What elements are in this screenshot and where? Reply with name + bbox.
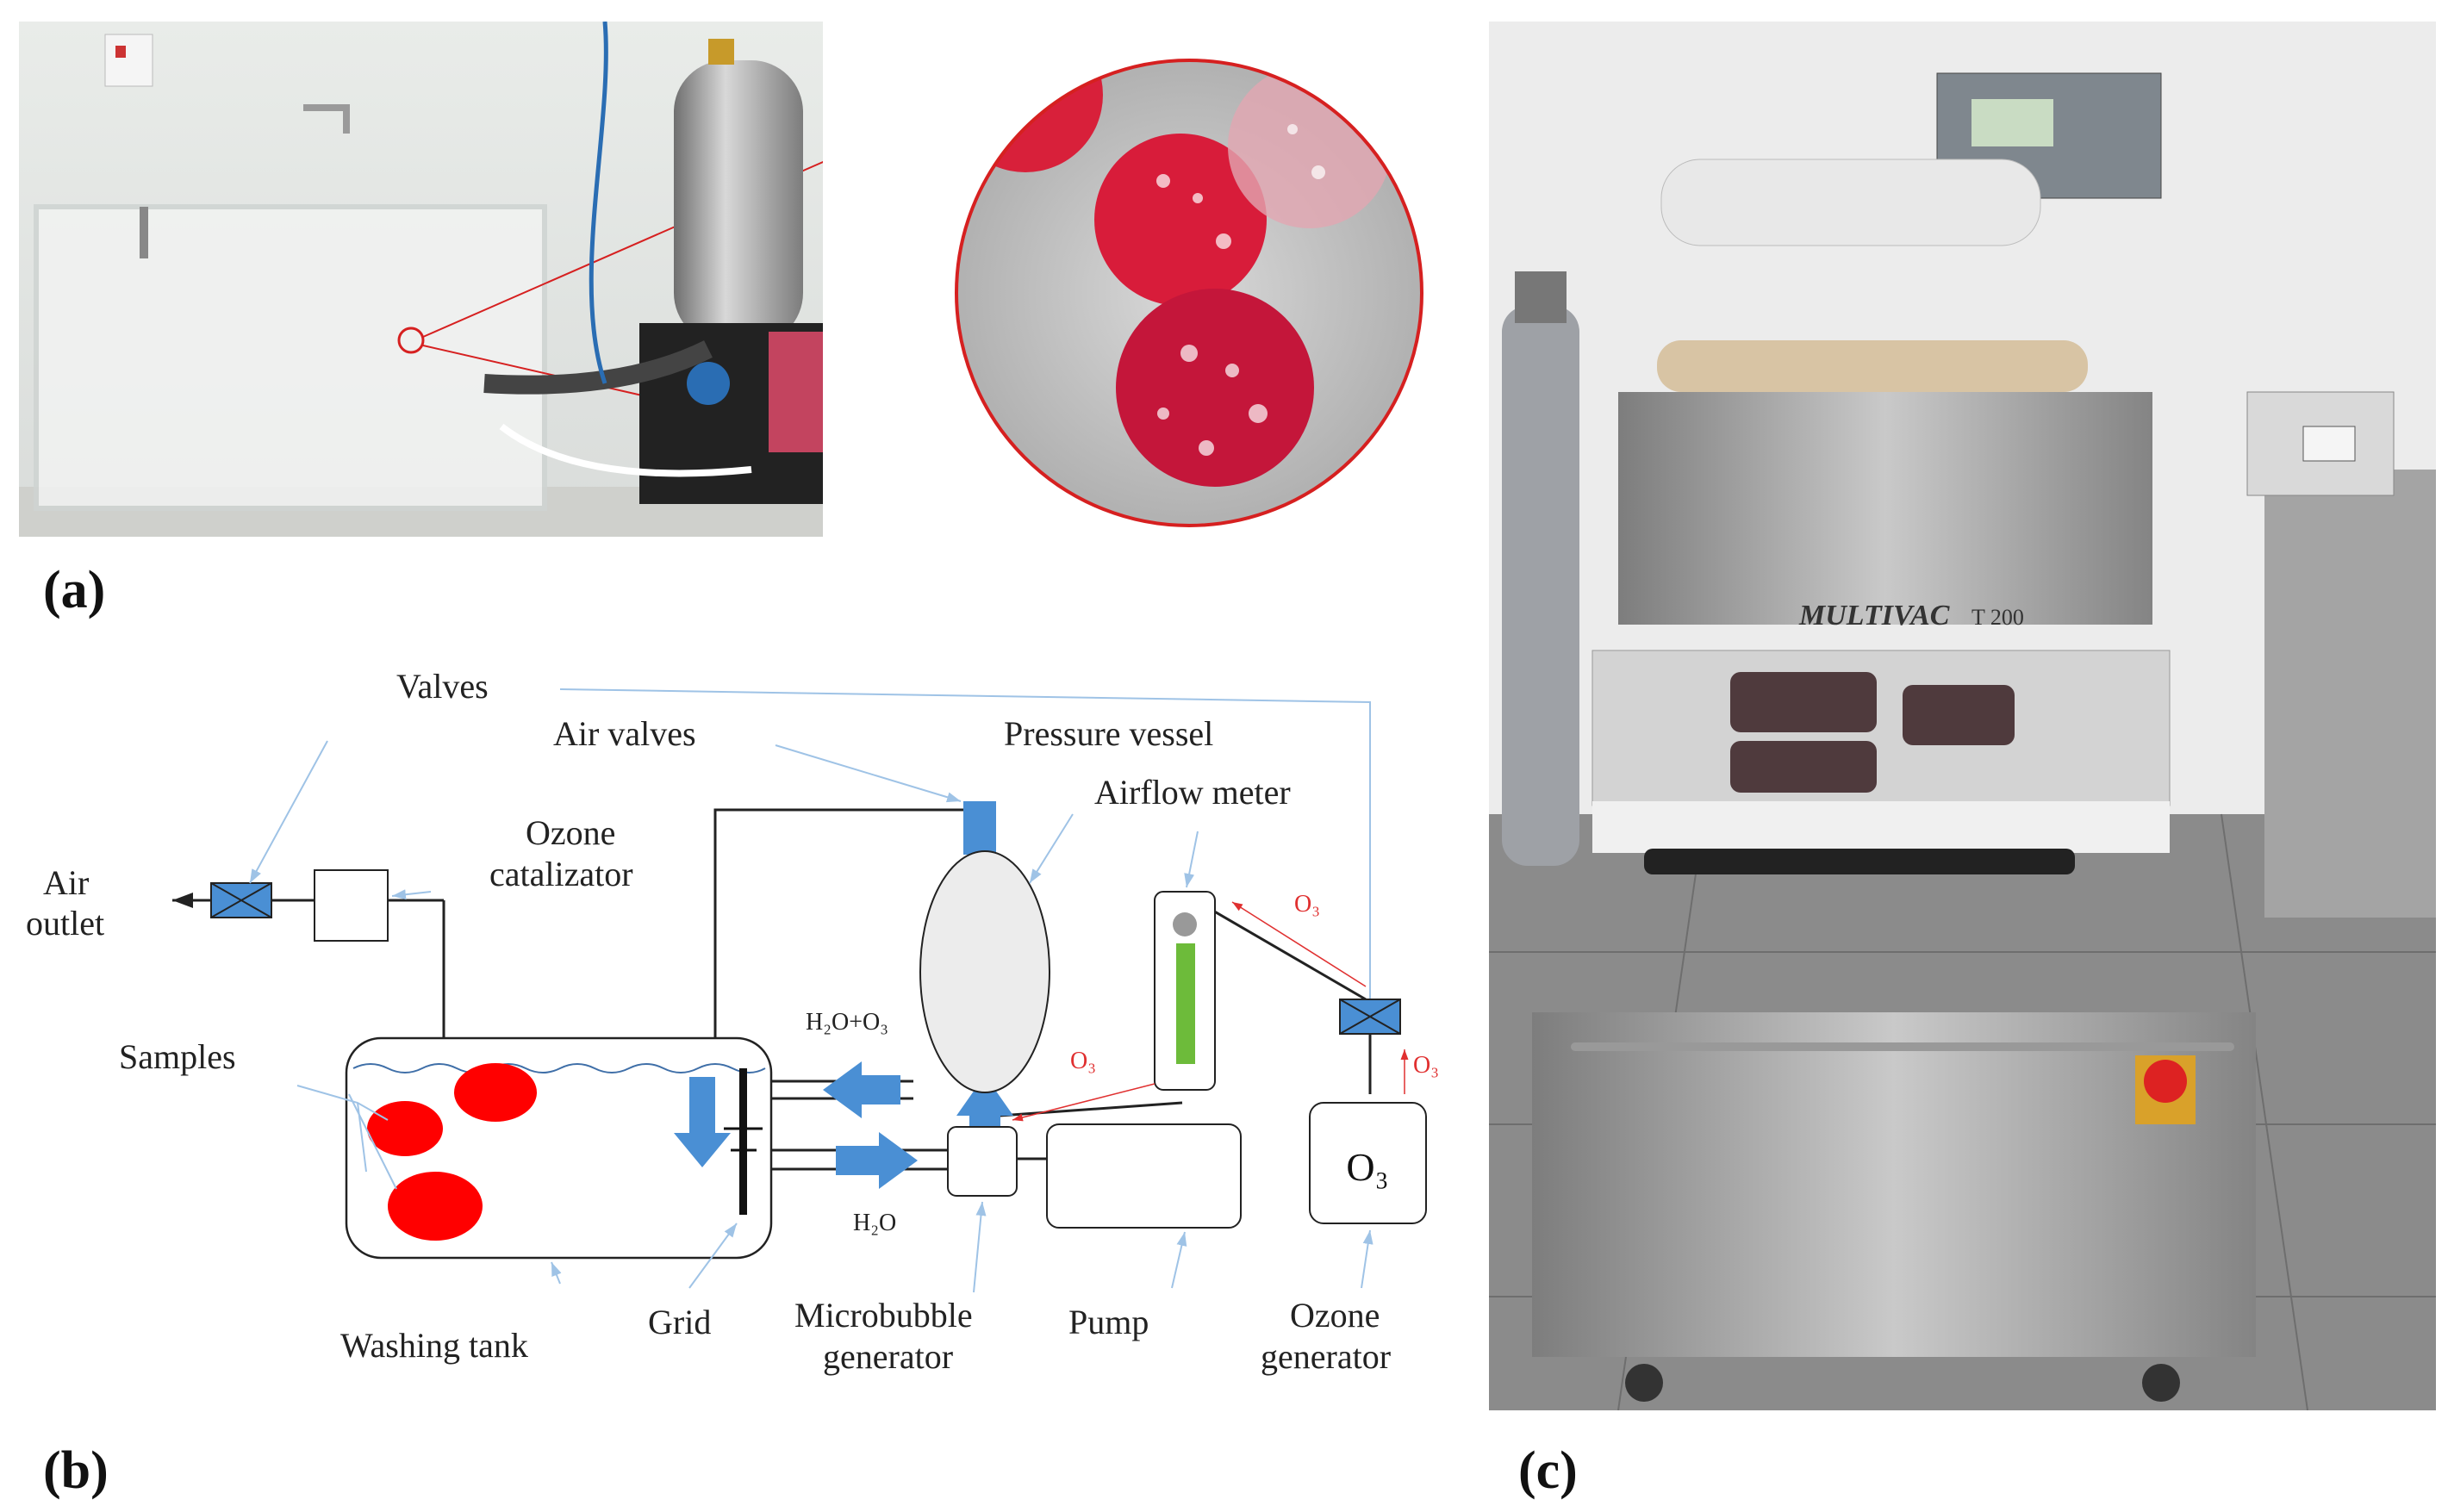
microbubble-generator [947, 1126, 1018, 1197]
panel-label-c: (c) [1518, 1441, 1578, 1500]
label-airflow-meter: Airflow meter [1094, 773, 1291, 812]
ozone-generator-symbol: O₃ [1346, 1145, 1388, 1189]
label-ozone-catalizator-2: catalizator [489, 855, 633, 893]
label-pump: Pump [1068, 1303, 1149, 1341]
label-samples: Samples [119, 1037, 236, 1076]
valve-ozone [1339, 999, 1401, 1035]
panel-label-b: (b) [43, 1441, 109, 1500]
sample-3 [388, 1172, 483, 1241]
machine-brand-text: MULTIVAC [1798, 600, 1950, 632]
zoom-bubbles-illustration [955, 59, 1423, 527]
label-h2o: H₂O [853, 1210, 896, 1236]
ozone-catalizator-box [314, 869, 389, 942]
label-air-outlet-2: outlet [26, 904, 104, 943]
label-o3-flow-b: O₃ [1413, 1052, 1439, 1079]
label-grid: Grid [648, 1303, 711, 1341]
pressure-vessel [919, 850, 1050, 1093]
label-microbubble-1: Microbubble [794, 1296, 973, 1335]
photo-a-illustration [19, 22, 823, 537]
label-ozone-catalizator-1: Ozone [526, 813, 615, 852]
panel-label-a: (a) [43, 561, 106, 619]
grid-bar [739, 1068, 747, 1215]
label-valves: Valves [396, 667, 489, 706]
ozone-washing-schematic: O₃ Valves Air outlet Ozone catalizator A… [26, 667, 1439, 1376]
label-microbubble-2: generator [823, 1337, 953, 1376]
photo-c-illustration: MULTIVAC T 200 [1489, 22, 2436, 1410]
valve-air-outlet [210, 882, 272, 918]
flow-left-arrow [823, 1061, 900, 1118]
label-air-valves: Air valves [553, 714, 696, 753]
ozone-generator [1309, 1102, 1427, 1224]
label-o3-flow-c: O₃ [1070, 1048, 1096, 1074]
air-valve-top [963, 801, 996, 855]
label-ozone-generator-2: generator [1261, 1337, 1391, 1376]
photo-washing-setup [19, 22, 823, 537]
label-h2o-o3: H₂O+O₃ [806, 1009, 888, 1036]
flow-right-arrow [836, 1132, 918, 1189]
label-air-outlet-1: Air [43, 863, 89, 902]
flow-down-arrow [674, 1077, 731, 1167]
sample-2 [367, 1101, 443, 1156]
pump [1046, 1123, 1242, 1229]
sample-1 [454, 1063, 537, 1122]
label-pressure-vessel: Pressure vessel [1004, 714, 1213, 753]
photo-packaging-machine: MULTIVAC T 200 [1489, 22, 2436, 1410]
label-ozone-generator-1: Ozone [1290, 1296, 1380, 1335]
machine-model-text: T 200 [1971, 605, 2024, 630]
label-washing-tank: Washing tank [340, 1326, 528, 1365]
label-o3-flow-a: O₃ [1294, 891, 1320, 918]
